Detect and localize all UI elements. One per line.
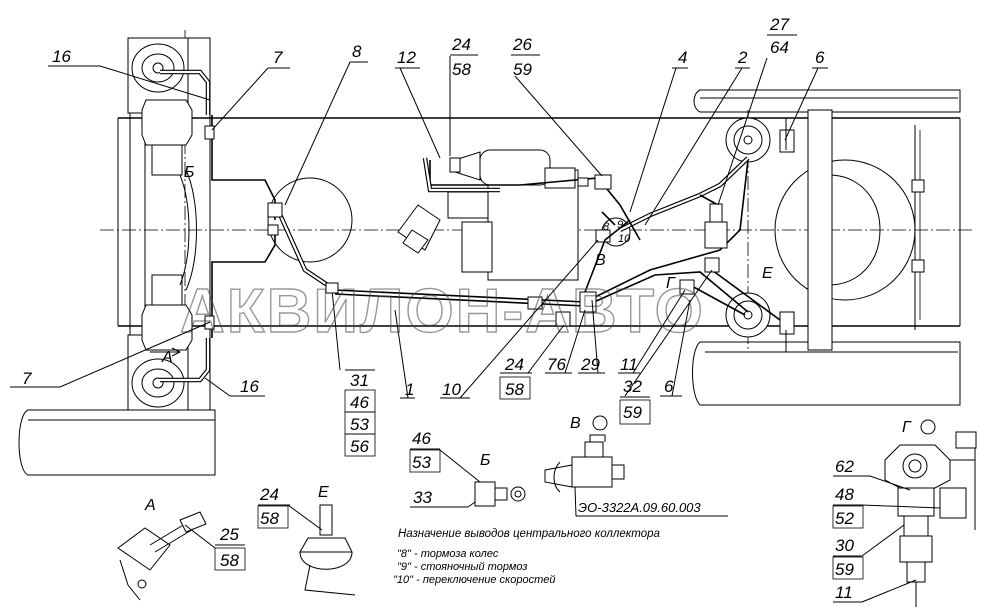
- view-markers-main: Б А В Г Е 8 9 10: [150, 164, 773, 366]
- front-tire: [18, 409, 216, 476]
- view-a-callout-25: 25: [219, 525, 239, 544]
- view-a-title: А: [144, 497, 156, 514]
- callout-76: 76: [547, 355, 566, 374]
- port-mark-9: 9: [617, 219, 623, 231]
- view-g-callout-30: 30: [835, 536, 854, 555]
- leader-lines: [10, 56, 828, 399]
- rear-axle: [692, 89, 961, 406]
- callout-7-top: 7: [273, 48, 283, 67]
- watermark: АКВИЛОН-АВТО: [180, 277, 705, 346]
- view-g-callout-62: 62: [835, 457, 854, 476]
- legend-item-10: "10" - переключение скоростей: [393, 574, 556, 586]
- callout-6-bottom: 6: [664, 377, 674, 396]
- front-axle: [127, 37, 211, 411]
- view-marker-v: В: [595, 252, 606, 269]
- view-a-callout-58: 58: [220, 551, 239, 570]
- view-e-title: Е: [318, 484, 329, 501]
- callout-24-mid: 24: [504, 355, 524, 374]
- callout-12: 12: [397, 48, 416, 67]
- view-g-callout-11: 11: [835, 583, 853, 602]
- callout-56: 56: [350, 437, 369, 456]
- legend-item-9: "9" - стояночный тормоз: [397, 561, 528, 573]
- view-g-title: Г: [902, 419, 912, 436]
- detail-view-e: Е 24 58: [257, 484, 356, 596]
- callout-16-bottom: 16: [240, 377, 259, 396]
- callout-8: 8: [352, 42, 362, 61]
- callout-4: 4: [678, 48, 687, 67]
- callout-10: 10: [442, 380, 461, 399]
- detail-view-a: А 25 58: [117, 497, 246, 601]
- callout-26: 26: [512, 35, 532, 54]
- detail-view-g: Г 62 48 52 30 59 11: [832, 419, 977, 607]
- view-b-title: Б: [480, 452, 490, 469]
- drawing-code: ЭО-3322А.09.60.003: [578, 500, 701, 515]
- view-b-callout-33: 33: [413, 488, 432, 507]
- view-marker-b: Б: [184, 164, 194, 181]
- callout-32: 32: [623, 377, 642, 396]
- callout-1: 1: [405, 380, 414, 399]
- callout-29: 29: [580, 355, 600, 374]
- legend-item-8: "8" - тормоза колес: [397, 548, 499, 560]
- callout-2: 2: [737, 48, 748, 67]
- collector-legend: Назначение выводов центрального коллекто…: [393, 528, 660, 586]
- port-mark-10: 10: [618, 233, 631, 245]
- callout-27: 27: [769, 15, 789, 34]
- callout-58-mid: 58: [505, 380, 524, 399]
- view-v-title: В: [570, 415, 581, 432]
- view-b-callout-46: 46: [412, 429, 431, 448]
- callout-53-left: 53: [350, 415, 369, 434]
- callouts-main: 16 7 8 12 24 58 26 59 4 2 27 64 6 7 16 3…: [22, 15, 825, 457]
- view-g-callout-52: 52: [835, 509, 854, 528]
- callout-64: 64: [770, 38, 789, 57]
- callout-31: 31: [350, 371, 369, 390]
- detail-view-b: Б 46 53 33: [409, 429, 526, 508]
- view-g-callout-59: 59: [835, 560, 854, 579]
- view-g-callout-48: 48: [835, 485, 854, 504]
- callout-16-top: 16: [52, 47, 71, 66]
- callout-7-bottom: 7: [22, 369, 32, 388]
- view-marker-g: Г: [666, 275, 676, 292]
- view-g-circle-marker: [920, 419, 936, 435]
- callout-24-top: 24: [451, 35, 471, 54]
- view-v-circle-marker: [592, 415, 608, 431]
- callout-6-top: 6: [815, 48, 825, 67]
- callout-59-top: 59: [513, 60, 532, 79]
- callout-59-mid: 59: [623, 403, 642, 422]
- brake-pipelines: [160, 69, 787, 383]
- legend-title: Назначение выводов центрального коллекто…: [398, 528, 660, 540]
- view-e-callout-58: 58: [260, 509, 279, 528]
- callout-46-left: 46: [350, 393, 369, 412]
- callout-11-mid: 11: [620, 355, 638, 374]
- detail-view-v: В ЭО-3322А.09.60.003: [544, 415, 728, 517]
- callout-58-top: 58: [452, 60, 471, 79]
- view-e-callout-24: 24: [259, 485, 279, 504]
- port-mark-8: 8: [603, 221, 610, 233]
- view-marker-e: Е: [762, 265, 773, 282]
- view-b-callout-53: 53: [412, 453, 431, 472]
- central-components: [267, 149, 631, 281]
- view-marker-a: А: [161, 349, 173, 366]
